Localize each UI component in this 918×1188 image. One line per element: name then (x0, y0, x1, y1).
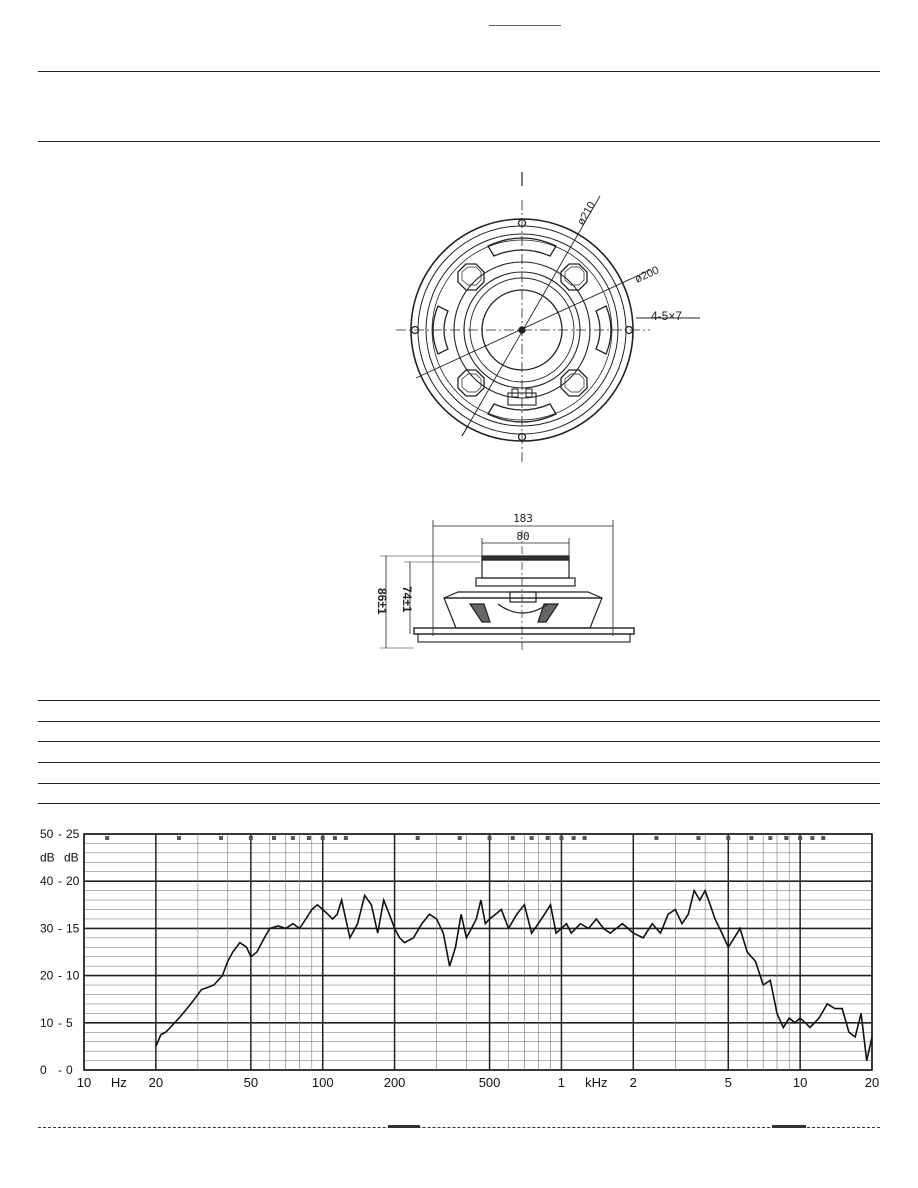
x-tick-label: 10 (77, 1075, 91, 1090)
top-scale-tick (343, 836, 348, 840)
top-scale-tick (696, 836, 701, 840)
y-tick-separator: - (58, 874, 62, 888)
y-tick-label-inner: 10 (66, 969, 80, 983)
spec-rule-5 (38, 783, 880, 784)
y-tick-label-outer: 10 (40, 1016, 54, 1030)
top-scale-tick (571, 836, 576, 840)
speaker-side-view-drawing: 183 80 86±1 74±1 (375, 512, 635, 652)
y-tick-label-outer: 0 (40, 1063, 47, 1077)
y-tick-label-inner: 5 (66, 1016, 73, 1030)
top-scale-tick (726, 836, 731, 840)
header-link-underline[interactable] (489, 25, 561, 26)
top-scale-tick (529, 836, 534, 840)
top-scale-tick (320, 836, 325, 840)
frequency-response-curve (155, 888, 873, 1061)
top-scale-tick (487, 836, 492, 840)
top-scale-tick (510, 836, 515, 840)
y-tick-label-inner: 15 (66, 921, 80, 935)
top-scale-tick (810, 836, 815, 840)
dim-outer-diameter: ø210 (575, 200, 598, 228)
dim-mount-holes: 4-5×7 (651, 309, 682, 323)
top-scale-tick (784, 836, 789, 840)
y-tick-label-outer: 30 (40, 921, 54, 935)
y-tick-separator: - (58, 969, 62, 983)
top-scale-tick (176, 836, 181, 840)
x-tick-label: 2 (630, 1075, 637, 1090)
x-unit-label: Hz (111, 1075, 127, 1090)
top-scale-tick (559, 836, 564, 840)
y-tick-label-outer: 20 (40, 969, 54, 983)
dim-total-height: 86±1 (375, 588, 389, 615)
speaker-front-view-drawing: ø210 ø200 4-5×7 (396, 172, 700, 462)
top-scale-tick (749, 836, 754, 840)
dim-magnet-width: 80 (516, 530, 529, 543)
y-tick-separator: - (58, 1063, 62, 1077)
top-scale-tick (582, 836, 587, 840)
y-tick-separator: - (58, 827, 62, 841)
y-tick-label-outer: 50 (40, 827, 54, 841)
y-tick-label-inner: 25 (66, 827, 80, 841)
top-scale-tick (332, 836, 337, 840)
x-tick-label: 20 (865, 1075, 879, 1090)
y-unit-outer: dB (40, 851, 55, 865)
top-scale-tick (248, 836, 253, 840)
top-scale-tick (306, 836, 311, 840)
spec-rule-4 (38, 762, 880, 763)
x-tick-label: 100 (312, 1075, 334, 1090)
top-scale-tick (654, 836, 659, 840)
header-rule-top (38, 71, 880, 72)
x-tick-label: 1 (558, 1075, 565, 1090)
footer-rule (38, 1127, 880, 1128)
y-tick-label-inner: 0 (66, 1063, 73, 1077)
footer-mark-right (772, 1125, 806, 1128)
chart-frame (83, 833, 873, 1071)
top-scale-tick (219, 836, 224, 840)
top-scale-tick (290, 836, 295, 840)
spec-rule-3 (38, 741, 880, 742)
top-scale-tick (271, 836, 276, 840)
top-scale-tick (768, 836, 773, 840)
spec-rule-2 (38, 721, 880, 722)
x-tick-label: 200 (384, 1075, 406, 1090)
top-scale-tick (415, 836, 420, 840)
top-scale-tick (105, 836, 110, 840)
x-tick-label: 10 (793, 1075, 807, 1090)
x-tick-label: 50 (244, 1075, 258, 1090)
dim-body-height: 74±1 (400, 586, 414, 613)
y-tick-separator: - (58, 1016, 62, 1030)
x-tick-label: 500 (479, 1075, 501, 1090)
y-tick-label-outer: 40 (40, 874, 54, 888)
dim-overall-width: 183 (513, 512, 533, 525)
top-scale-tick (821, 836, 826, 840)
spec-rule-6 (38, 803, 880, 804)
y-tick-separator: - (58, 921, 62, 935)
top-scale-tick (798, 836, 803, 840)
y-tick-label-inner: 20 (66, 874, 80, 888)
x-tick-label: 5 (725, 1075, 732, 1090)
spec-rule-1 (38, 700, 880, 701)
x-unit-label: kHz (585, 1075, 607, 1090)
dim-mount-diameter: ø200 (633, 264, 661, 285)
footer-mark-left (388, 1125, 420, 1128)
top-scale-tick (457, 836, 462, 840)
header-rule-bottom (38, 141, 880, 142)
top-scale-tick (545, 836, 550, 840)
x-tick-label: 20 (149, 1075, 163, 1090)
y-unit-inner: dB (64, 851, 79, 865)
